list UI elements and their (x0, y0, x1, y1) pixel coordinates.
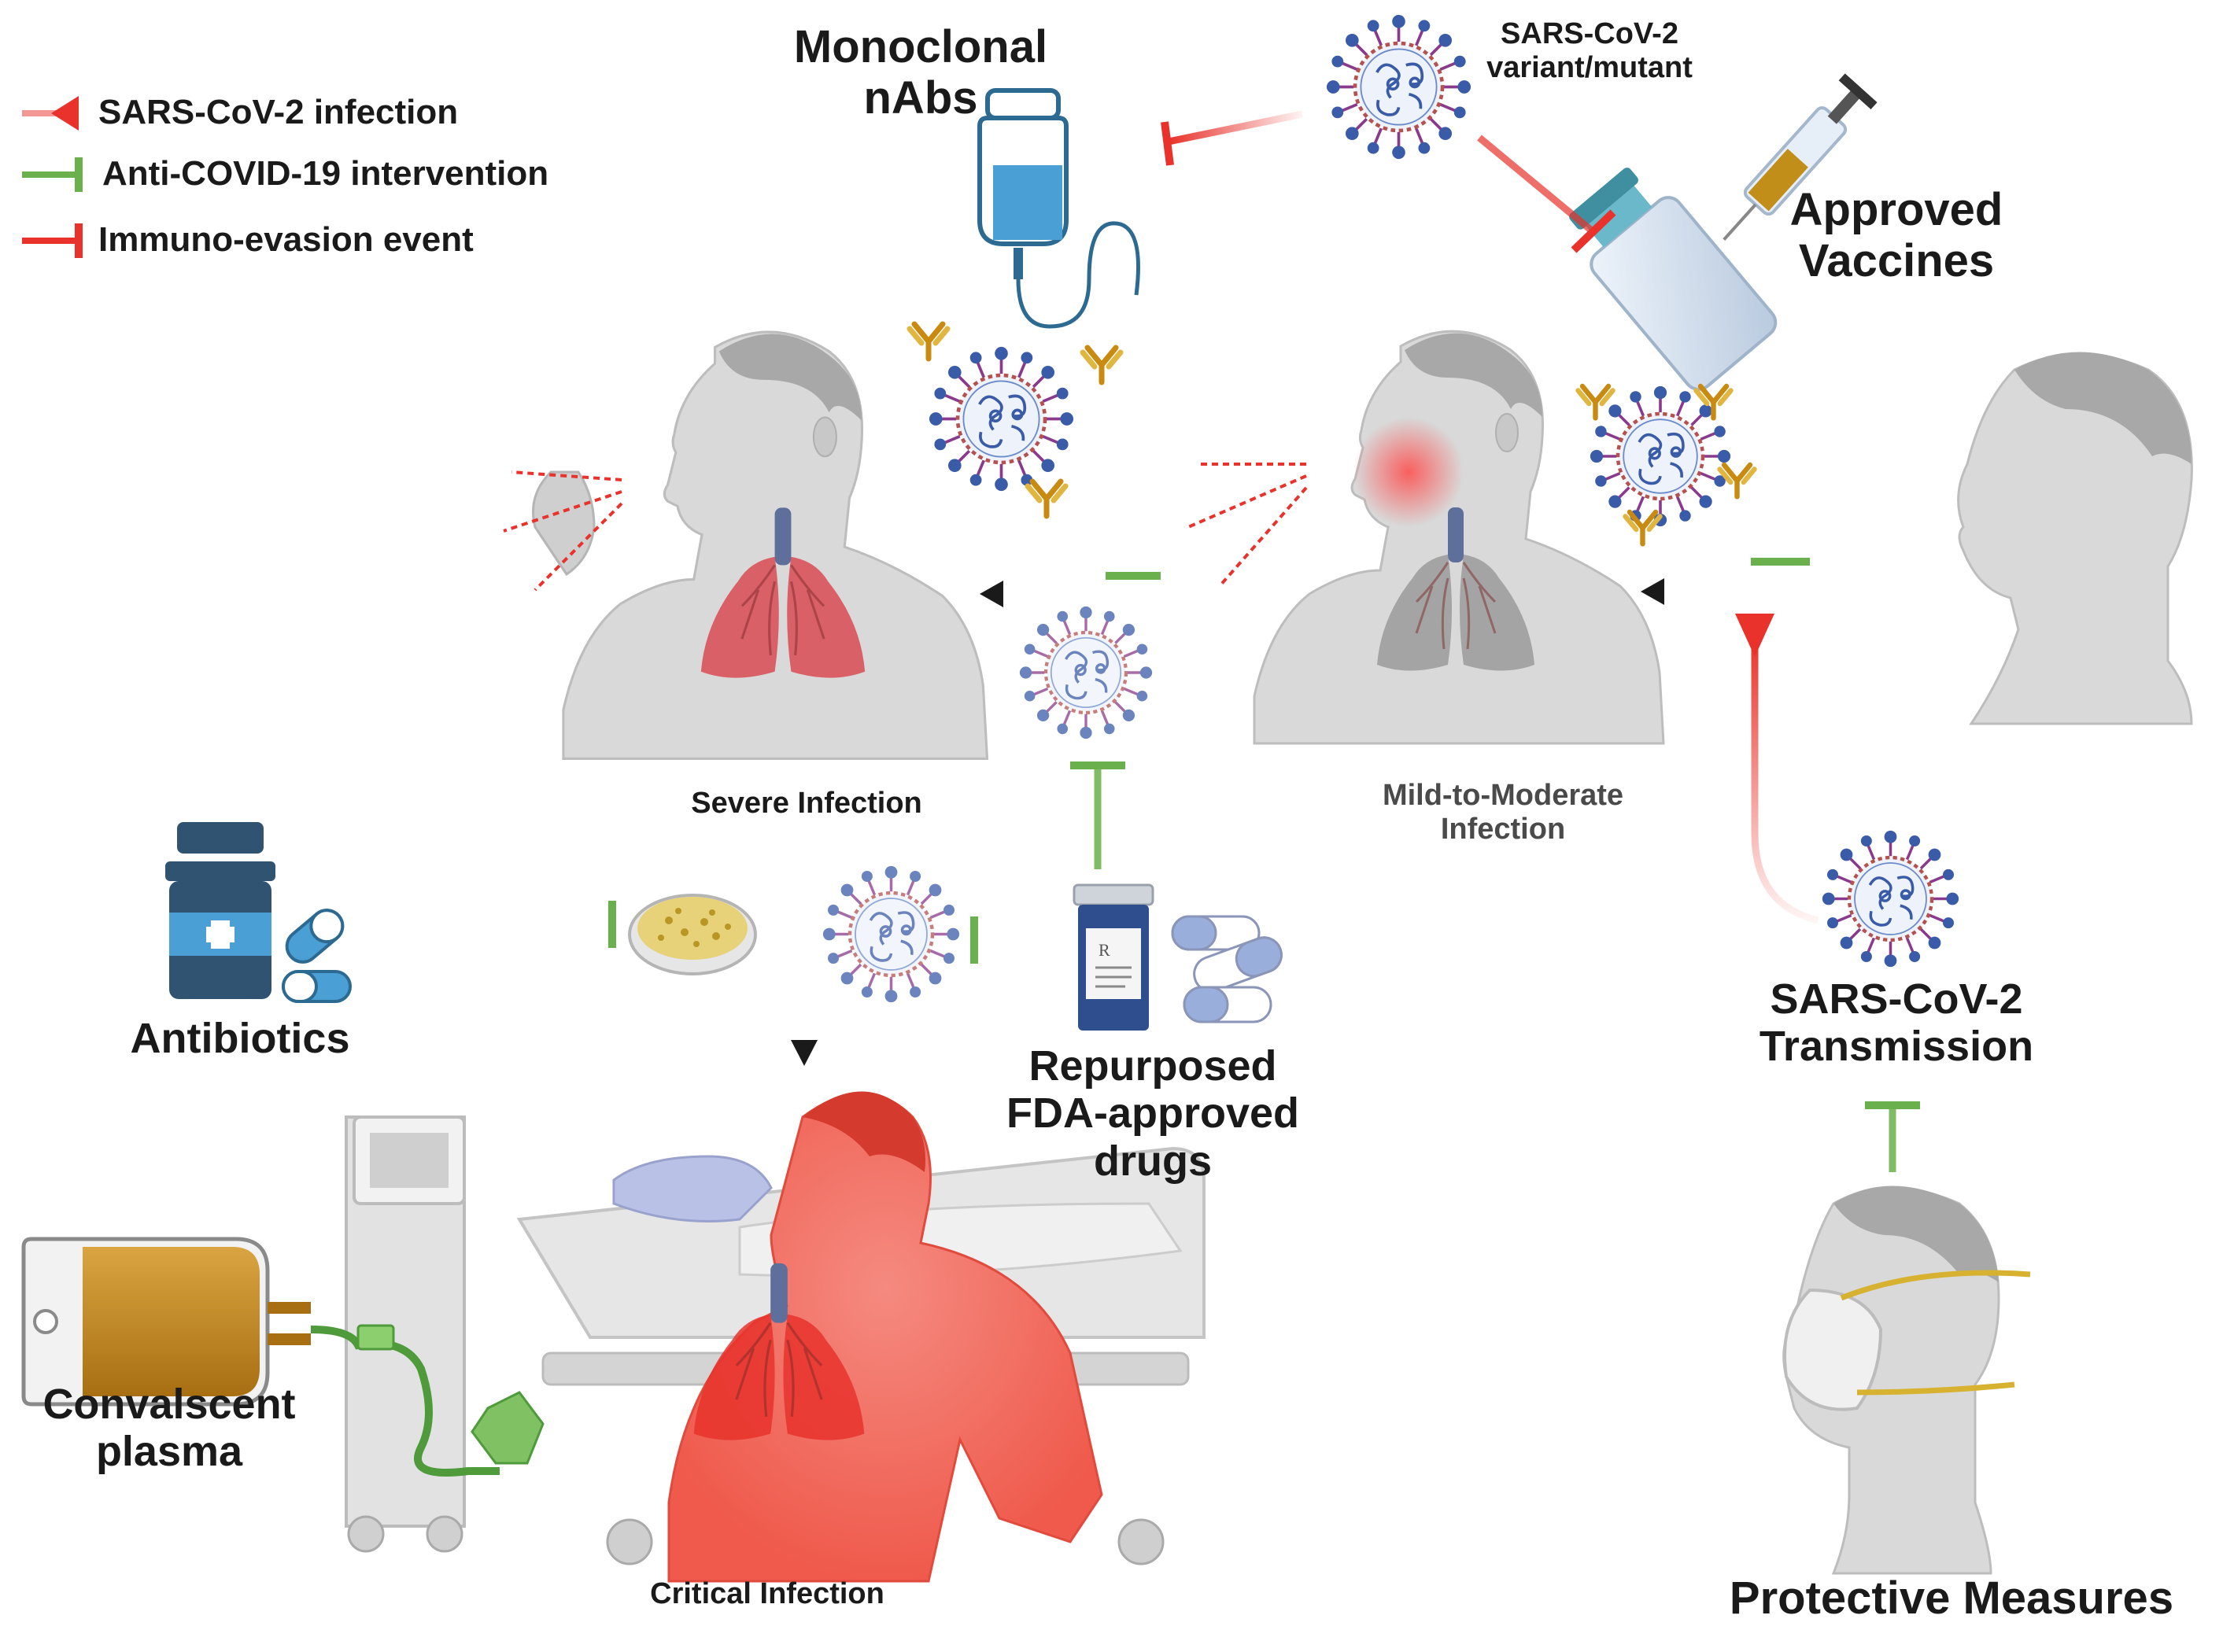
legend (22, 96, 83, 258)
virus-icon-neutralized-vaccine (1579, 386, 1755, 544)
transmission-label: SARS-CoV-2 Transmission (1759, 975, 2034, 1071)
intervention-arrow-antibiotics (354, 901, 616, 948)
legend-evasion-icon (22, 223, 83, 258)
virus-icon-center (1020, 607, 1152, 739)
plasma-bag-icon (21, 1237, 545, 1477)
legend-label-evasion: Immuno-evasion event (98, 220, 474, 259)
virus-icon-neutralized-nabs (910, 324, 1121, 516)
intervention-arrow-nabs (1106, 260, 1161, 580)
legend-infection-icon (22, 96, 79, 131)
pill-bottle-icon: R (1073, 883, 1154, 1031)
evasion-arrow-vaccines (1477, 135, 1616, 253)
legend-label-intervention: Anti-COVID-19 intervention (102, 154, 549, 193)
intervention-arrow-vaccines (1751, 271, 1810, 566)
approved-vaccines-label: Approved Vaccines (1789, 184, 2003, 286)
petri-dish-icon (628, 894, 757, 975)
virus-icon-drugs (823, 866, 959, 1002)
legend-label-infection: SARS-CoV-2 infection (98, 93, 459, 131)
healthy-person-figure (1957, 352, 2193, 725)
capsule-icon (282, 909, 352, 1003)
cough-droplets (503, 470, 623, 592)
intervention-arrow-drugs-left (970, 916, 1066, 964)
variant-label: SARS-CoV-2 variant/mutant (1486, 17, 1693, 84)
throat-inflammation (1353, 417, 1464, 527)
masked-person-figure (1782, 1186, 2031, 1575)
critical-infection-label: Critical Infection (650, 1577, 884, 1610)
progression-arrow-mild-to-severe (980, 581, 1200, 607)
medicine-bottle-icon (165, 822, 275, 999)
legend-intervention-icon (22, 157, 83, 192)
evasion-arrow-nabs (1161, 110, 1303, 166)
convalescent-plasma-label: Convalscent plasma (42, 1381, 296, 1476)
virus-icon-variant (1327, 15, 1471, 159)
protective-measures-label: Protective Measures (1729, 1573, 2174, 1624)
infection-arrow-transmission (1735, 614, 1819, 924)
iv-bag-icon (977, 88, 1140, 329)
repurposed-drugs-label: Repurposed FDA-approved drugs (1006, 1042, 1299, 1185)
monoclonal-nabs-label: Monoclonal nAbs (793, 21, 1048, 124)
cough-droplets (1187, 463, 1308, 588)
mild-infection-figure (1187, 330, 1665, 745)
capsule-icon (1171, 915, 1283, 1023)
mild-infection-label: Mild-to-Moderate Infection (1382, 779, 1624, 846)
intervention-arrow-protective (1865, 1101, 1920, 1172)
virus-icon-transmission (1822, 831, 1959, 967)
severe-infection-label: Severe Infection (691, 787, 922, 820)
severe-infection-figure (503, 330, 989, 761)
intervention-arrow-drugs-center (1070, 761, 1125, 869)
svg-text:R: R (1099, 940, 1110, 960)
progression-arrow-severe-to-critical (791, 850, 818, 1066)
face-mask-icon (1783, 1288, 1883, 1411)
syringe-icon (1723, 73, 1878, 241)
critical-infection-figure (345, 1091, 1206, 1583)
progression-arrow-healthy-to-mild (1641, 578, 1861, 605)
antibiotics-label: Antibiotics (130, 1015, 350, 1062)
vaccine-vial-icon (1569, 168, 1778, 391)
